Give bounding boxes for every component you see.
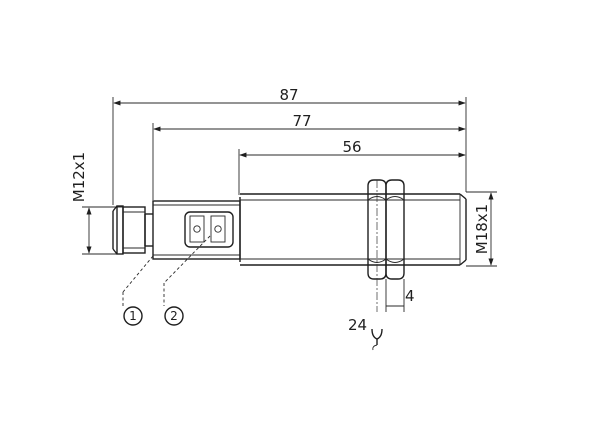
callout-1-label: 1 xyxy=(129,309,137,323)
wrench-icon xyxy=(371,328,383,351)
dimension-connector-thread: M12x1 xyxy=(70,152,123,255)
wrench-size-label: 24 xyxy=(348,316,367,334)
dimension-overall-length: 87 xyxy=(112,86,467,205)
led-2 xyxy=(210,215,226,243)
m12-connector xyxy=(112,205,153,255)
sensor-body xyxy=(112,179,467,312)
dimension-housing-length: 77 xyxy=(152,112,466,200)
led-window xyxy=(184,211,234,248)
nut-width-label: 4 xyxy=(405,287,415,305)
callout-2-label: 2 xyxy=(170,309,178,323)
threaded-body xyxy=(239,193,467,266)
thread-length-label: 56 xyxy=(342,138,361,156)
dimension-thread-length: 56 xyxy=(238,138,466,195)
wrench-size: 24 xyxy=(348,316,383,351)
led-1 xyxy=(189,215,205,243)
overall-length-label: 87 xyxy=(279,86,298,104)
body-thread-label: M18x1 xyxy=(473,204,491,254)
lock-nut-2 xyxy=(385,179,405,280)
dimension-nut-width: 4 xyxy=(385,279,415,312)
callout-1: 1 xyxy=(122,255,154,326)
connector-thread-label: M12x1 xyxy=(70,152,88,202)
led-housing xyxy=(152,200,241,260)
callout-2: 2 xyxy=(163,235,211,326)
housing-length-label: 77 xyxy=(292,112,311,130)
dimension-body-thread: M18x1 xyxy=(466,191,497,267)
